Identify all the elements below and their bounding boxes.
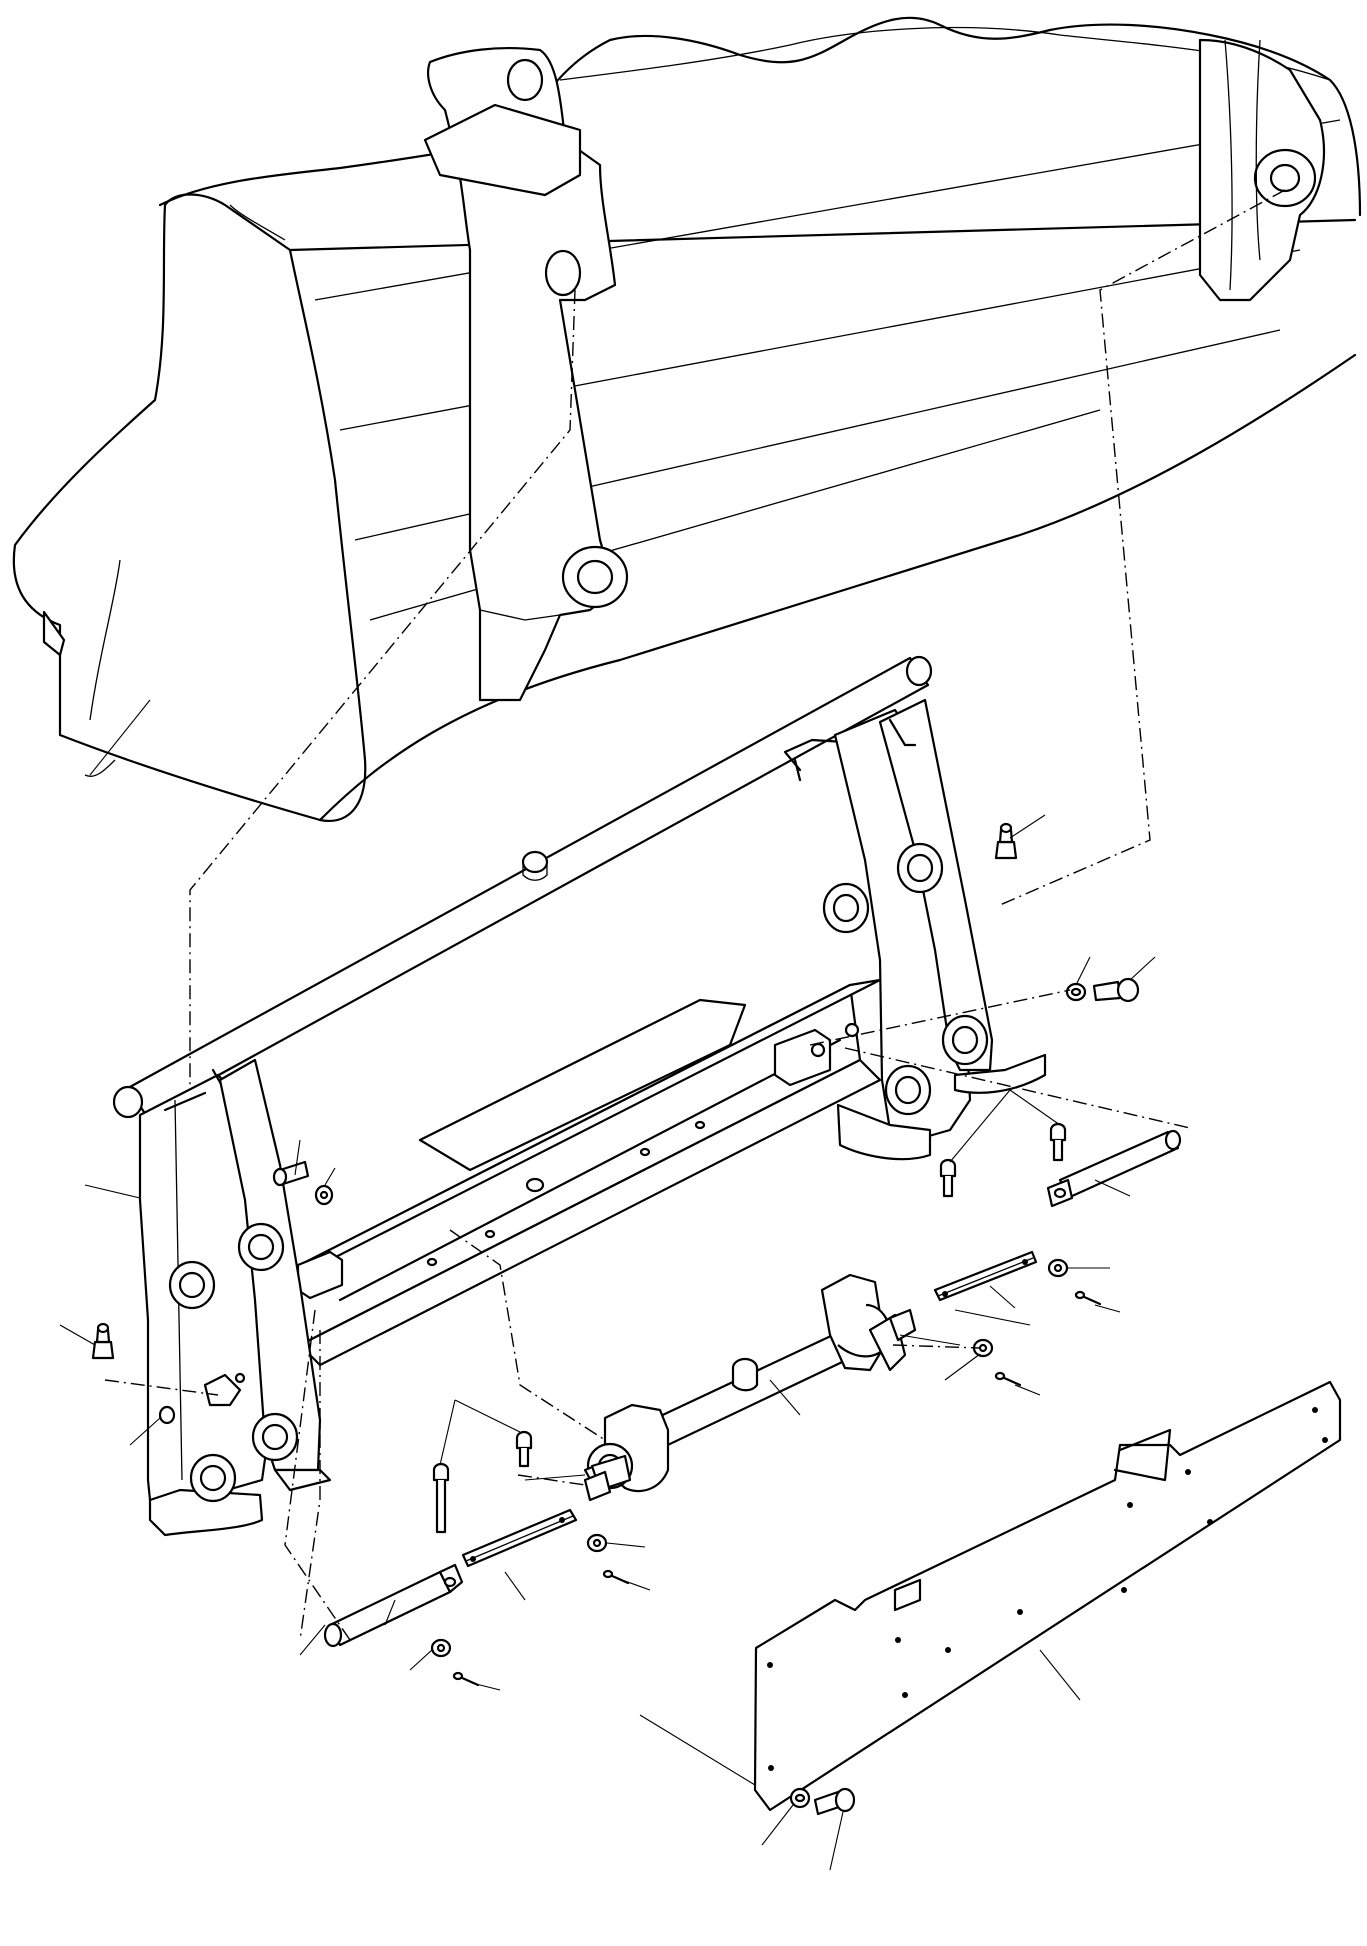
bolt-left (272, 1160, 334, 1206)
bolt-bottom (813, 1787, 856, 1816)
bolt-vertical-4 (432, 1462, 450, 1534)
assembly-center-lines (104, 189, 1286, 1641)
bolt-vertical-3 (515, 1430, 533, 1468)
bolt-vertical-1 (1049, 1122, 1067, 1162)
cover-plate (753, 1380, 1342, 1812)
leader-lines (59, 699, 1156, 1871)
bolt-upper-right (1065, 977, 1140, 1003)
loader-bucket (12, 16, 1362, 822)
grease-fitting-right (994, 822, 1018, 860)
grease-fitting-left (91, 1322, 115, 1360)
washers (430, 1258, 1069, 1809)
quick-hitch-frame (112, 655, 1047, 1537)
locking-shaft-assembly (323, 1129, 1182, 1648)
fasteners (91, 822, 1140, 1816)
bolt-vertical-2 (939, 1158, 957, 1198)
